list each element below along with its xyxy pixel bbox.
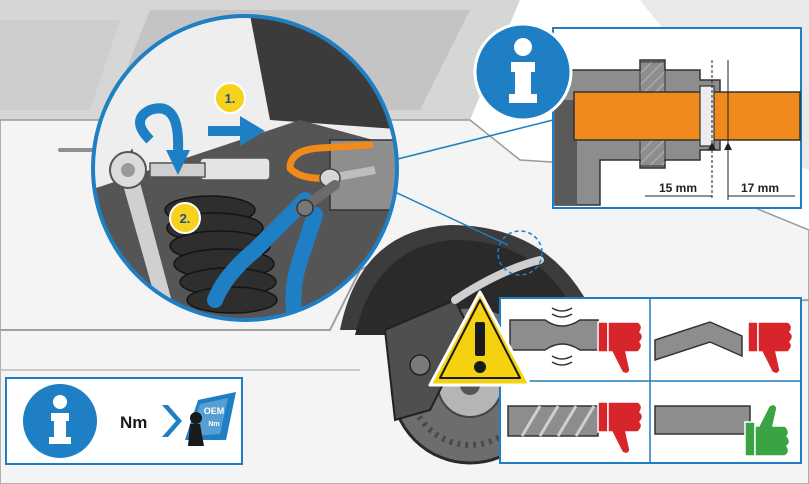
correct-hose-example — [654, 405, 751, 435]
manual-oem-label: OEM — [204, 406, 225, 416]
torque-unit-label: Nm — [120, 413, 147, 432]
rotate-arrow-icon — [135, 103, 184, 151]
dimension-15mm: 15 mm — [659, 181, 697, 195]
thumbs-down-icon — [747, 321, 794, 375]
thumbs-down-icon — [597, 401, 644, 455]
twisted-hose-example — [507, 405, 599, 437]
torque-manual-icon: OEM Nm — [185, 392, 236, 446]
warning-triangle-icon — [428, 290, 532, 387]
step-1-badge: 1. — [214, 82, 246, 114]
thumbs-down-icon — [597, 321, 644, 375]
rotate-arrow-head-icon — [166, 150, 190, 175]
step-2-badge: 2. — [169, 202, 201, 234]
step-2-label: 2. — [180, 211, 191, 226]
chevron-right-icon — [162, 405, 182, 437]
dimension-17mm: 17 mm — [741, 181, 779, 195]
push-arrow-icon — [208, 116, 265, 146]
info-icon — [23, 384, 97, 458]
pinched-hose-example — [509, 307, 599, 366]
info-icon — [473, 22, 573, 122]
step-1-label: 1. — [225, 91, 236, 106]
thumbs-up-icon — [744, 403, 791, 457]
manual-nm-label: Nm — [208, 421, 219, 428]
hose-detail-panel: 15 mm 17 mm — [552, 27, 802, 209]
magnifier-circle — [91, 14, 399, 322]
damage-examples-panel — [499, 297, 802, 464]
torque-info-box: Nm OEM Nm — [5, 377, 243, 465]
kinked-hose-example — [654, 321, 743, 362]
